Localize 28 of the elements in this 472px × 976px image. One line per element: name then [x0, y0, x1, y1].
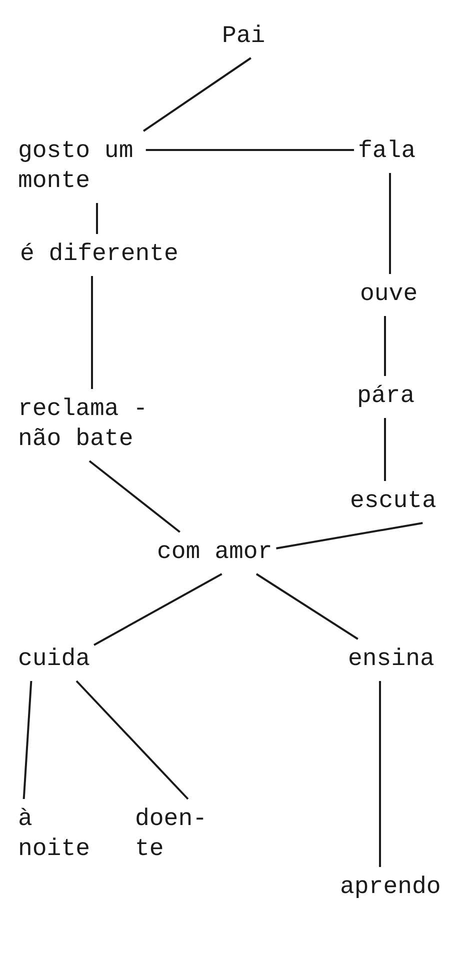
connector-line — [94, 573, 222, 646]
node-text: gosto um monte — [18, 137, 134, 197]
node-text: com amor — [157, 538, 272, 568]
connector-line — [384, 316, 386, 376]
connector-line — [256, 573, 358, 640]
connector-line — [142, 57, 252, 132]
connector-line — [91, 276, 93, 389]
node-text: ensina — [348, 645, 434, 675]
node-text: à noite — [18, 805, 90, 865]
connector-line — [22, 680, 32, 800]
node-text: cuida — [18, 645, 90, 675]
node-text: ouve — [360, 280, 418, 310]
node-text: pára — [357, 382, 415, 412]
node-text: aprendo — [340, 873, 441, 903]
connector-line — [379, 681, 381, 867]
node-text: Pai — [222, 22, 266, 52]
connector-line — [96, 203, 98, 234]
node-text: doen- te — [135, 805, 207, 865]
node-text: é diferente — [20, 240, 178, 270]
connector-line — [384, 418, 386, 481]
connector-line — [76, 680, 189, 800]
connector-line — [389, 173, 391, 274]
node-text: escuta — [350, 487, 436, 517]
node-text: fala — [358, 137, 416, 167]
connector-line — [88, 460, 180, 533]
node-text: reclama - não bate — [18, 395, 148, 455]
connector-line — [146, 149, 354, 151]
connector-line — [276, 522, 423, 550]
